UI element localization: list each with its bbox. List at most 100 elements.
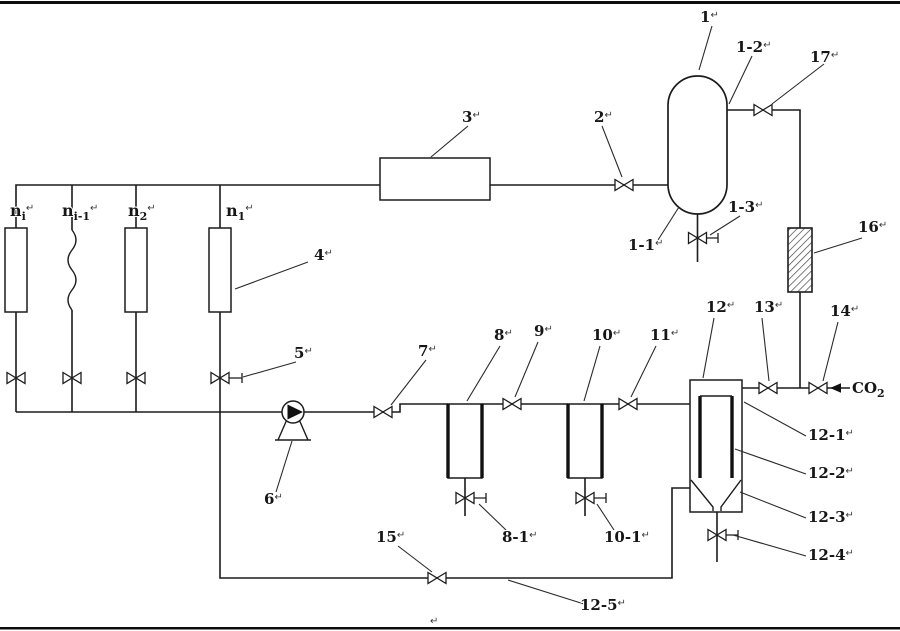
top-border-line [0, 1, 900, 4]
label-12-3: 12-3↵ [808, 508, 854, 526]
leader-1 [698, 25, 713, 71]
leader-12-1 [743, 401, 807, 437]
valve-7 [373, 405, 393, 419]
valve-8-1-stem [474, 493, 487, 503]
vessel-12-cone [690, 479, 742, 511]
leader-12-5 [507, 579, 585, 605]
leader-8-1 [478, 503, 507, 531]
column-n-i [4, 227, 28, 313]
columns [4, 227, 232, 313]
leader-1-1 [657, 206, 680, 241]
vessel-1 [667, 75, 728, 215]
leader-16 [813, 237, 863, 254]
valve-9 [502, 397, 522, 411]
vessel-12-inner-tube [698, 396, 734, 478]
valve-17 [753, 103, 773, 117]
label-8: 8↵ [494, 326, 513, 344]
label-12-1: 12-1↵ [808, 426, 854, 444]
label-14: 14↵ [830, 302, 859, 320]
label-12-2: 12-2↵ [808, 464, 854, 482]
leader-12-4 [732, 534, 807, 557]
vessel-8 [446, 403, 484, 479]
vessel-12 [689, 379, 743, 513]
exchanger-3 [379, 157, 491, 201]
leader-15 [397, 545, 433, 573]
exchanger-3-body [379, 157, 491, 201]
leader-14 [822, 321, 839, 382]
label-n-2: n2↵ [128, 201, 156, 223]
valve-12-4-stem [726, 530, 739, 540]
vessel-10-walls [566, 404, 604, 478]
leader-4 [234, 261, 309, 290]
leader-9 [514, 341, 539, 398]
label-2: 2↵ [594, 108, 613, 126]
part-labels: 1↵ 1-2↵ 17↵ 2↵ 3↵ 1-3↵ 16↵ 1-1↵ 4↵ 12↵ 1… [263, 7, 888, 615]
column-n-2 [124, 227, 148, 313]
leader-10-1 [596, 503, 615, 531]
leader-13 [761, 317, 770, 382]
label-n-1: n1↵ [226, 201, 254, 223]
valve-13 [758, 381, 778, 395]
leader-8 [466, 345, 501, 402]
column-n-1 [208, 227, 232, 313]
valve-14 [808, 381, 828, 395]
leader-17 [771, 63, 825, 105]
valve-15 [427, 571, 447, 585]
filter-16 [787, 227, 813, 293]
label-17: 17↵ [810, 48, 839, 66]
vessel-1-body [667, 75, 728, 215]
label-12-4: 12-4↵ [808, 546, 854, 564]
label-12-5: 12-5↵ [580, 596, 626, 614]
label-10-1: 10-1↵ [604, 528, 650, 546]
leader-12-3 [739, 491, 807, 519]
label-n-i-1: ni-1↵ [62, 201, 98, 223]
vessel-8-walls [446, 404, 484, 478]
valve-2 [614, 178, 634, 192]
leader-lines [234, 25, 863, 605]
label-1-3: 1-3↵ [728, 198, 764, 216]
leader-10 [583, 345, 601, 402]
vessel-12-shell [689, 379, 743, 513]
label-n-i: ni↵ [10, 201, 34, 223]
label-13: 13↵ [754, 298, 783, 316]
leader-6 [275, 440, 293, 493]
label-7: 7↵ [418, 342, 437, 360]
bottom-border-line [0, 627, 900, 630]
leader-1-2 [728, 55, 753, 105]
leader-5 [242, 361, 297, 378]
vessel-10-body [567, 403, 603, 479]
label-11: 11↵ [650, 326, 679, 344]
valve-11 [618, 397, 638, 411]
valve-5-stem [229, 373, 243, 383]
label-co2: CO2 [852, 379, 885, 400]
leader-3 [430, 125, 469, 158]
pump-6 [275, 400, 311, 441]
pump-6-mount [275, 420, 311, 441]
co2-flow-arrow [830, 383, 841, 393]
label-12: 12↵ [706, 298, 735, 316]
pipework [15, 109, 850, 579]
column-labels: ni↵ ni-1↵ n2↵ n1↵ [9, 200, 255, 224]
label-9: 9↵ [534, 322, 553, 340]
label-3: 3↵ [462, 108, 481, 126]
leader-7 [390, 359, 427, 406]
label-4: 4↵ [314, 246, 333, 264]
vessel-8-body [447, 403, 483, 479]
valves [6, 103, 828, 585]
label-10: 10↵ [592, 326, 621, 344]
label-15: 15↵ [376, 528, 405, 546]
vessel-10 [566, 403, 604, 479]
label-6: 6↵ [264, 490, 283, 508]
leader-1-3 [709, 215, 741, 236]
leader-2 [601, 125, 623, 178]
column-break-wavy-line [67, 229, 77, 311]
bottom-return-mark: ↵ [430, 616, 438, 627]
leader-12 [702, 317, 715, 379]
leader-12-2 [734, 448, 807, 475]
valve-1-3-stem [706, 233, 719, 243]
valve-10-1-stem [594, 493, 607, 503]
label-1: 1↵ [700, 8, 719, 26]
